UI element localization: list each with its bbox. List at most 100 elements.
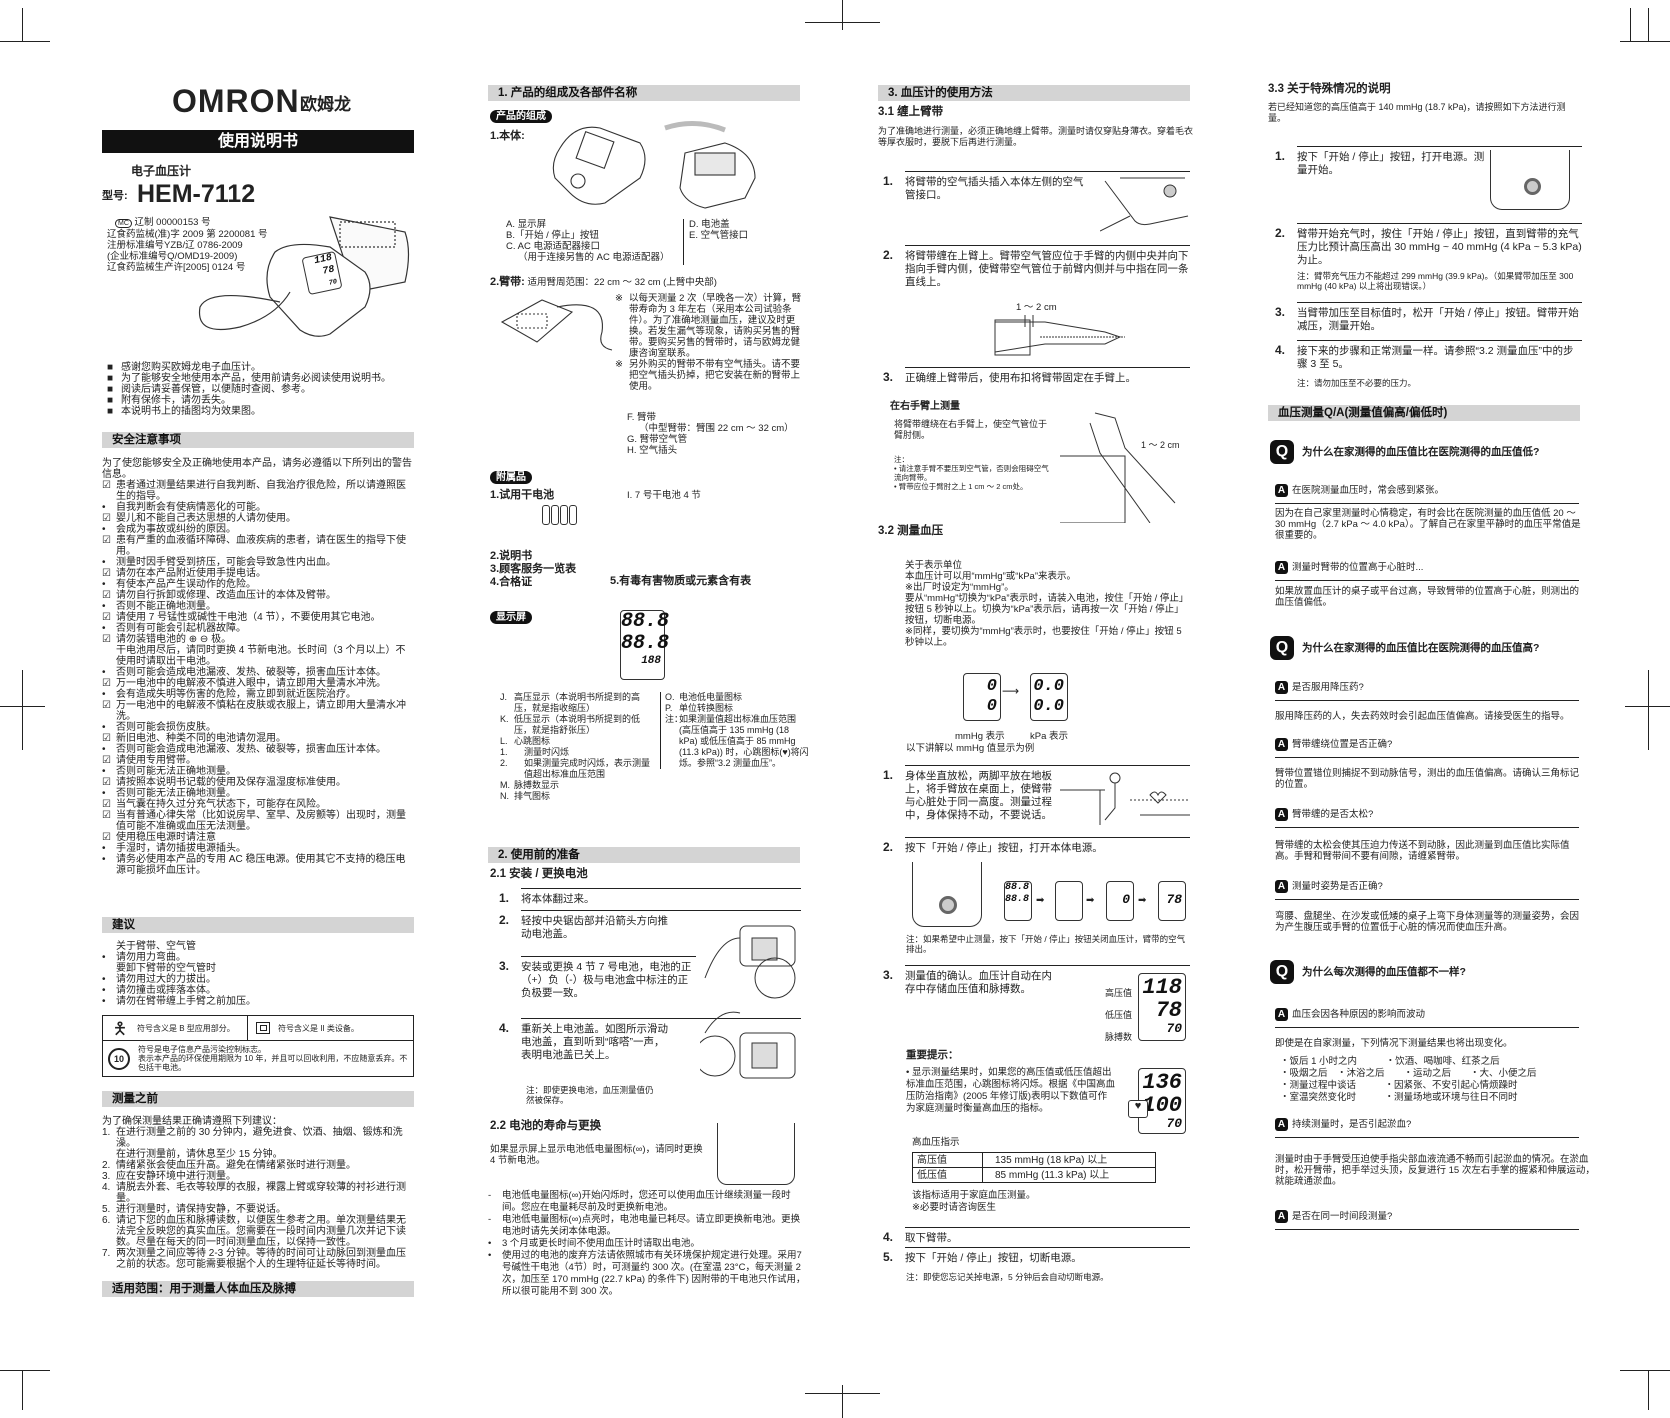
a-icon: A: [1275, 1210, 1288, 1223]
list-item: ☑请勿自行拆卸或修理、改造血压计的本体及臂带。: [102, 590, 414, 601]
class-ii-icon: [256, 1022, 270, 1034]
list-item: ☑请勿装错电池的 ⊕ ⊖ 极。: [102, 634, 414, 645]
wrap-step-3: 3.正确缠上臂带后，使用布扣将臂带固定在手臂上。: [883, 367, 1190, 385]
right-arm-text: 将臂带缠绕在右手臂上，使空气管位于臂肘侧。: [894, 419, 1048, 440]
list-text: 患者通过测量结果进行自我判断、自我治疗很危险，所以请遵照医生的指导。: [116, 480, 406, 502]
list-marker: [102, 645, 116, 667]
text: 身体坐直放松，两脚平放在地板上，将手臂放在桌面上，使臂带与心脏处于同一高度。测量…: [905, 770, 1052, 821]
high-dia: 100: [1142, 1093, 1182, 1118]
list-item: 关于臂带、空气管: [102, 941, 414, 952]
battery-step-2: 2.轻按中央锯齿部并沿箭头方向推动电池盖。: [499, 910, 801, 941]
list-marker: ☑: [102, 799, 111, 810]
battery-life-text: 如果显示屏上显示电池低电量图标(∞)，请同时更换 4 节新电池。: [490, 1144, 703, 1166]
text: 0.0: [1033, 677, 1064, 696]
list-text: 电池低电量图标(∞)点亮时，电池电量已耗尽。请立即更换新电池。更换电池时请先关闭…: [502, 1214, 801, 1237]
cuff-heading: 2.臂带: 适用臂周范围：22 cm ～ 32 cm (上臂中央部): [490, 277, 717, 289]
list-item: J.高压显示（本说明书所提到的高压，就是指收缩压）: [500, 692, 655, 714]
battery-cover-illustration: [700, 918, 800, 1098]
reading-display: 118 78 70: [1138, 973, 1186, 1041]
text: 是否服用降压药?: [1292, 682, 1364, 693]
list-marker: •: [102, 766, 106, 777]
acc-item: 4.合格证: [490, 576, 533, 588]
text: 臂带缠的是否太松?: [1292, 809, 1374, 820]
text: 是否在同一时间段测量?: [1292, 1211, 1393, 1222]
units-text: 关于表示单位 本血压计可以用“mmHg”或“kPa”来表示。 ※出厂时设定为“m…: [905, 560, 1185, 648]
sub-2-1: 2.1 安装 / 更换电池: [490, 868, 588, 880]
part-label: A. 显示屏: [506, 219, 547, 230]
list-text: 请勿撞击或摔落本体。: [116, 985, 216, 996]
a-icon: A: [1275, 1118, 1288, 1131]
list-marker: L.: [500, 736, 508, 746]
before-heading: 测量之前: [102, 1091, 414, 1107]
class-ii-text: 符号含义是 II 类设备。: [278, 1023, 359, 1033]
list-text: 如果测量值超出标准血压范围 (高压值高于 135 mmHg (18 kPa) 或…: [679, 714, 809, 768]
text: 1.: [883, 174, 894, 188]
list-text: 当有普通心律失常（比如说房早、室早、及房颤等）出现时，测量值可能不准确或血压无法…: [116, 810, 406, 832]
text: 将本体翻过来。: [521, 893, 595, 905]
list-item: •请勿在臂带缠上手臂之前加压。: [102, 996, 414, 1007]
measure-step-1: 1.身体坐直放松，两脚平放在地板上，将手臂放在桌面上，使臂带与心脏处于同一高度。…: [883, 765, 1190, 822]
list-item: 2.情绪紧张会使血压升高。避免在情绪紧张时进行测量。: [102, 1160, 414, 1171]
part-label: E. 空气管接口: [689, 230, 749, 241]
seq-arrow-icon: ➡: [1138, 895, 1147, 906]
answer-3-2-text: 测量时由于手臂受压迫使手指尖部血液流通不畅而引起淤血的情况。在淤血时，松开臂带，…: [1275, 1154, 1595, 1187]
text: 重新关上电池盖。如图所示滑动电池盖，直到听到“喀嗒”一声，表明电池盖已关上。: [521, 1023, 668, 1061]
list-marker: •: [102, 579, 106, 590]
advice-heading: 建议: [102, 917, 414, 933]
text: 正确缠上臂带后，使用布扣将臂带固定在手臂上。: [905, 372, 1136, 384]
list-marker: •: [102, 974, 106, 985]
reg-line: 辽食药监械(准)字 2009 第 2200081 号: [107, 229, 268, 240]
text: 当臂带加压至目标值时，松开「开始 / 停止」按钮。臂带开始减压，测量开始。: [1297, 307, 1579, 332]
sub-2-2: 2.2 电池的寿命与更换: [490, 1120, 602, 1132]
text: 88.8: [1005, 894, 1030, 905]
list-text: 请脱去外套、毛衣等较厚的衣服，裸露上臂或穿较薄的衬衫进行测量。: [116, 1182, 406, 1204]
list-text: 在进行测量之前的 30 分钟内，避免进食、饮酒、抽烟、锻炼和洗澡。: [116, 1127, 403, 1149]
list-item: ・饭后 1 小时之内 ・饮酒、喝咖啡、红茶之后: [1280, 1056, 1500, 1067]
text: 2.: [883, 840, 894, 854]
section-2-heading: 2. 使用前的准备: [488, 847, 800, 863]
list-item: 3.应在安静环境中进行测量。: [102, 1171, 414, 1182]
text: 取下臂带。: [905, 1232, 958, 1244]
list-item: 在进行测量前，请休息至少 15 分钟。: [102, 1149, 414, 1160]
list-text: 阅读后请妥善保管，以便随时查阅、参考。: [121, 384, 311, 395]
measure-step-4: 4.取下臂带。: [883, 1227, 1190, 1245]
list-text: 否则可能无法正确地测量。: [116, 766, 236, 777]
env-line1: 符号是电子信息产品污染控制标志。: [138, 1045, 266, 1054]
list-item: •否则不能正确地测量。: [102, 601, 414, 612]
text: 3.: [1275, 305, 1286, 319]
list-marker: •: [102, 667, 106, 678]
list-item: P.单位转换图标: [665, 703, 810, 714]
list-marker: ☑: [102, 590, 111, 601]
list-marker: ☑: [102, 733, 111, 744]
list-text: 请勿用过大的力拔出。: [116, 974, 216, 985]
text: 为什么在家测得的血压值比在医院测得的血压值高?: [1302, 641, 1540, 654]
list-marker: 3.: [102, 1171, 111, 1182]
mmhg-label: mmHg 表示: [955, 731, 1005, 742]
list-text: 电池低电量图标: [679, 692, 743, 702]
measure-step-2: 2.按下「开始 / 停止」按钮，打开本体电源。: [883, 837, 1190, 855]
safety-list: ☑ 患者通过测量结果进行自我判断、自我治疗很危险，所以请遵照医生的指导。 • 自我判断…: [102, 480, 414, 876]
display-diagram: 88.8 88.8 188: [620, 610, 669, 680]
measure-step-3: 3.测量值的确认。血压计自动在内存中存储血压值和脉搏数。: [883, 965, 1190, 996]
high-pulse: 70: [1166, 1116, 1182, 1131]
high-sys: 136: [1142, 1070, 1182, 1095]
list-text: 新旧电池、种类不同的电池请勿混用。: [116, 733, 286, 744]
list-item: • 请勿用过大的力拔出。: [102, 974, 414, 985]
list-marker: ☑: [102, 832, 111, 843]
list-text: 自我判断会有使病情恶化的可能。: [116, 502, 266, 513]
seq-display-2: [1055, 881, 1083, 921]
battery-icon: [542, 505, 577, 525]
reg-line: 辽食药监械生产许[2005] 0124 号: [107, 262, 246, 273]
list-text: 电池低电量图标(∞)开始闪烁时，您还可以使用血压计继续测量一段时间。您应在电量耗…: [502, 1190, 791, 1213]
list-item: ☑婴儿和不能自己表达思想的人请勿使用。: [102, 513, 414, 524]
units-line: ※出厂时设定为“mmHg”。: [905, 582, 1014, 593]
arm-cuff-illustration: [985, 312, 1125, 362]
special-step-2: 2.臂带开始充气时，按住「开始 / 停止」按钮，直到臂带的充气压力比预计高压高出…: [1275, 223, 1582, 267]
